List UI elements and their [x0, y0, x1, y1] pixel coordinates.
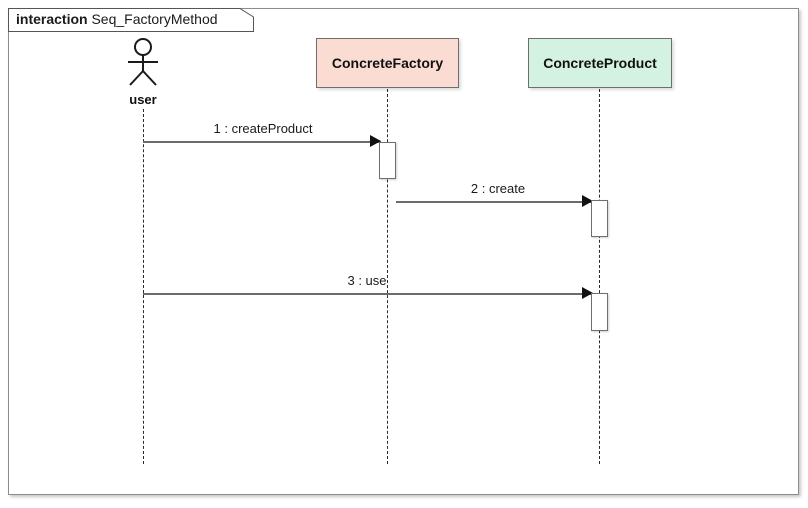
- message-arrowhead-3: [582, 287, 593, 299]
- actor-user-label: user: [129, 92, 157, 107]
- lifeline-header-label-concrete-product: ConcreteProduct: [543, 55, 657, 71]
- actor-user-icon[interactable]: [121, 38, 165, 86]
- lifeline-header-label-concrete-factory: ConcreteFactory: [331, 55, 444, 71]
- lifeline-concrete-factory: [387, 89, 388, 464]
- message-label-2: 2 : create: [470, 181, 526, 196]
- message-line-2[interactable]: [396, 201, 593, 203]
- frame-label-shape-icon: [8, 8, 254, 32]
- message-arrowhead-2: [582, 195, 593, 207]
- interaction-frame[interactable]: 1 : createProduct 2 : create 3 : use: [8, 8, 799, 495]
- activation-bar-concrete-product-1[interactable]: [591, 200, 608, 237]
- lifeline-concrete-product: [599, 89, 600, 464]
- lifeline-header-concrete-factory[interactable]: ConcreteFactory: [316, 38, 459, 88]
- message-line-1[interactable]: [143, 141, 381, 143]
- lifeline-header-concrete-product[interactable]: ConcreteProduct: [528, 38, 672, 88]
- frame-label-text: interaction Seq_FactoryMethod: [16, 11, 218, 28]
- lifeline-user: [143, 109, 144, 464]
- message-arrowhead-1: [370, 135, 381, 147]
- message-label-1: 1 : createProduct: [213, 121, 313, 136]
- activation-bar-concrete-product-2[interactable]: [591, 293, 608, 331]
- message-line-3[interactable]: [143, 293, 593, 295]
- frame-label-tab[interactable]: interaction Seq_FactoryMethod: [8, 8, 254, 32]
- message-label-3: 3 : use: [347, 273, 387, 288]
- frame-keyword: interaction: [16, 11, 88, 27]
- activation-bar-concrete-factory-1[interactable]: [379, 142, 396, 179]
- frame-name: Seq_FactoryMethod: [91, 11, 218, 27]
